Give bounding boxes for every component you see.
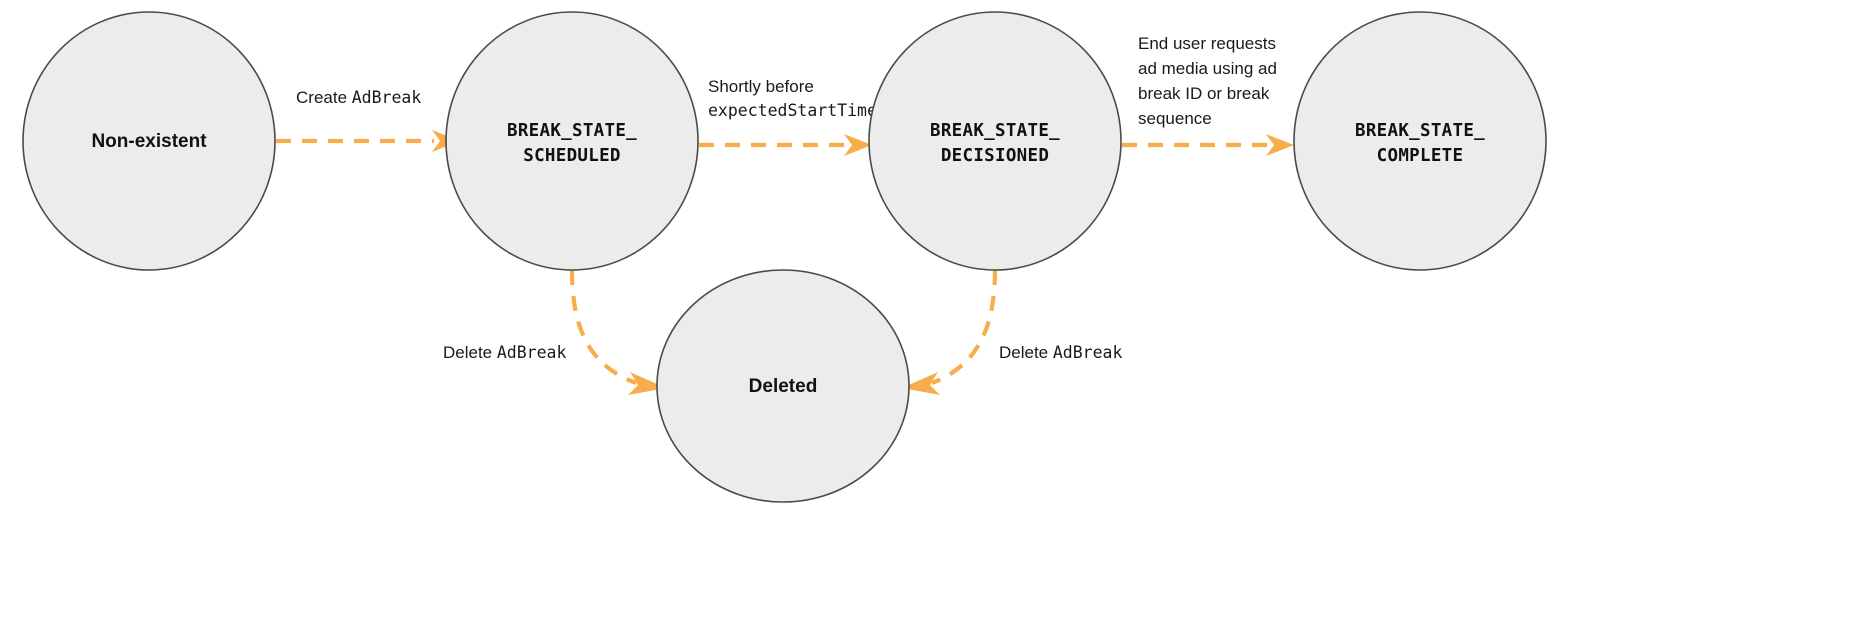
edge-shortly-before[interactable] (699, 134, 872, 156)
node-non-existent-shape (22, 11, 276, 271)
node-break-state-complete-shape (1293, 11, 1547, 271)
edge-label-end-user-requests-line3: break ID or break (1138, 84, 1270, 103)
edge-label-delete-from-scheduled: Delete AdBreak (443, 343, 566, 362)
edge-label-shortly-before-line1: Shortly before (708, 77, 814, 96)
edge-shortly-before-arrowhead (844, 134, 872, 156)
node-break-state-scheduled-label-line1: BREAK_STATE_ (507, 121, 637, 141)
node-break-state-decisioned-label-line2: DECISIONED (941, 146, 1049, 166)
edge-label-end-user-requests-line2: ad media using ad (1138, 59, 1277, 78)
node-break-state-scheduled-shape (445, 11, 699, 271)
node-deleted-label: Deleted (749, 376, 818, 397)
edge-delete-from-scheduled-line (569, 269, 637, 385)
node-break-state-decisioned-label-line1: BREAK_STATE_ (930, 121, 1060, 141)
edge-label-end-user-requests-line1: End user requests (1138, 34, 1276, 53)
node-break-state-complete-label-line1: BREAK_STATE_ (1355, 121, 1485, 141)
node-break-state-decisioned[interactable]: BREAK_STATE_ DECISIONED (868, 11, 1122, 271)
node-deleted-shape (656, 269, 910, 503)
edge-delete-from-decisioned[interactable] (902, 269, 998, 395)
node-break-state-complete-label-line2: COMPLETE (1377, 146, 1464, 166)
edge-label-create-adbreak: Create AdBreak (296, 88, 421, 107)
edge-end-user-requests-arrowhead (1266, 134, 1294, 156)
node-non-existent-label: Non-existent (91, 131, 207, 152)
node-break-state-scheduled-label-line2: SCHEDULED (523, 146, 621, 166)
edge-label-create-adbreak-line1: Create AdBreak (296, 88, 421, 107)
edge-label-end-user-requests-line4: sequence (1138, 109, 1212, 128)
node-break-state-scheduled[interactable]: BREAK_STATE_ SCHEDULED (445, 11, 699, 271)
edge-create-adbreak[interactable] (276, 130, 460, 152)
node-deleted[interactable]: Deleted (656, 269, 910, 503)
node-non-existent[interactable]: Non-existent (22, 11, 276, 271)
node-break-state-decisioned-shape (868, 11, 1122, 271)
edge-delete-from-scheduled[interactable] (569, 269, 666, 395)
edge-delete-from-decisioned-line (931, 269, 998, 385)
edge-end-user-requests[interactable] (1122, 134, 1294, 156)
edge-label-delete-from-decisioned-text: Delete AdBreak (999, 343, 1122, 362)
edge-delete-from-decisioned-arrowhead (902, 372, 940, 395)
node-break-state-complete[interactable]: BREAK_STATE_ COMPLETE (1293, 11, 1547, 271)
edge-label-delete-from-decisioned: Delete AdBreak (999, 343, 1122, 362)
edge-label-end-user-requests: End user requests ad media using ad brea… (1138, 34, 1277, 128)
edge-label-delete-from-scheduled-text: Delete AdBreak (443, 343, 566, 362)
edge-label-shortly-before-line2: expectedStartTime (708, 101, 877, 120)
edge-label-shortly-before: Shortly before expectedStartTime (708, 77, 877, 120)
